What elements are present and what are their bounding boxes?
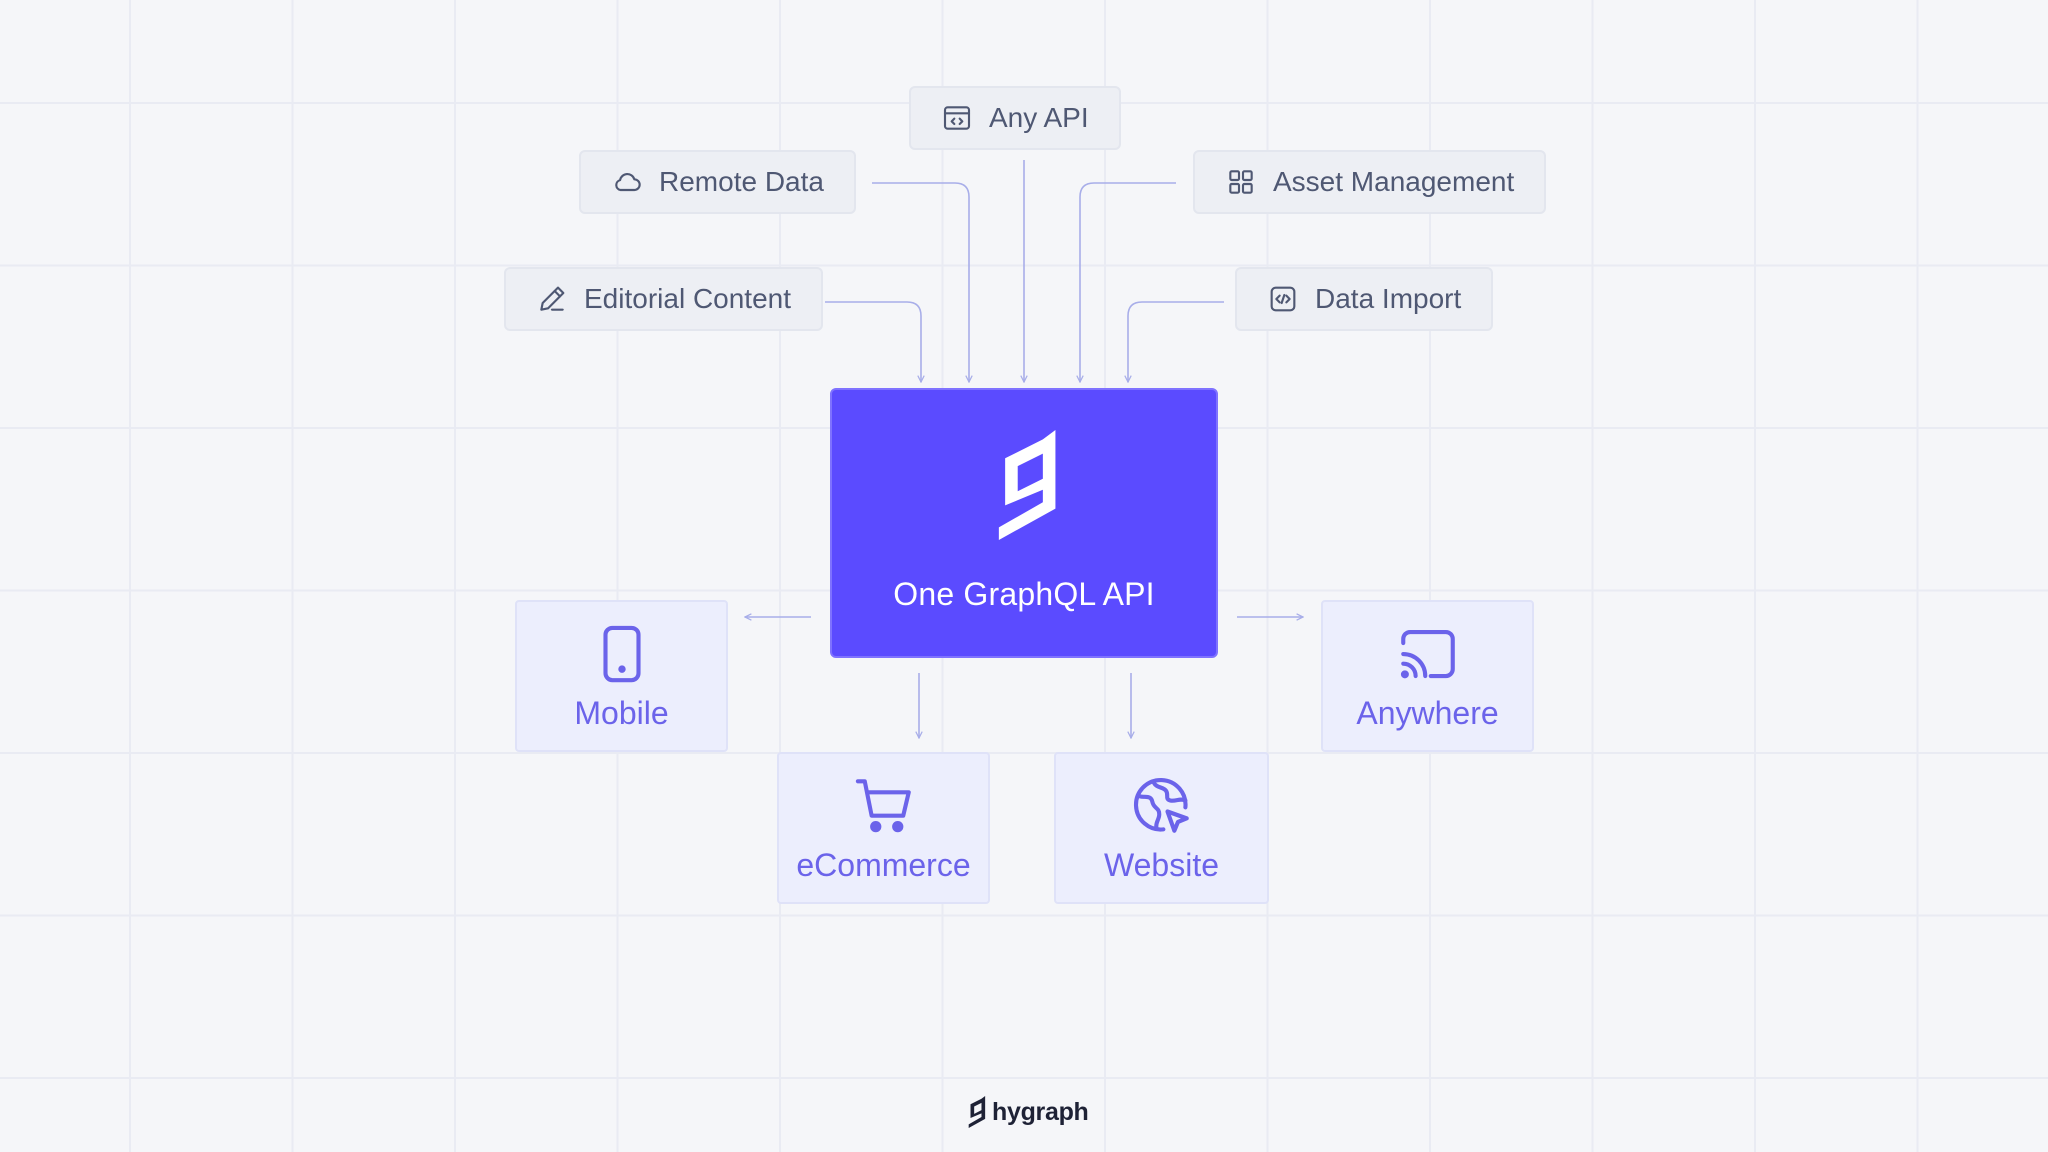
target-mobile: Mobile	[515, 600, 728, 752]
connector-editorial-content	[825, 301, 921, 382]
pencil-icon	[540, 286, 565, 311]
source-label: Editorial Content	[584, 283, 792, 314]
hygraph-logo-icon	[998, 429, 1056, 540]
source-editorial-content: Editorial Content	[504, 267, 824, 331]
hygraph-logo-icon	[968, 1096, 986, 1128]
source-label: Asset Management	[1273, 166, 1515, 197]
target-label: Mobile	[574, 694, 669, 731]
target-label: Anywhere	[1356, 694, 1499, 731]
target-ecommerce: eCommerce	[777, 752, 990, 904]
connector-remote-data	[872, 182, 969, 382]
tablet-icon	[602, 625, 641, 682]
source-label: Any API	[989, 102, 1089, 133]
target-website: Website	[1054, 752, 1269, 904]
hygraph-brand: hygraph	[966, 1096, 1089, 1128]
cast-icon	[1400, 629, 1455, 678]
globe-cursor-icon	[1133, 777, 1189, 833]
code-square-icon	[1270, 286, 1296, 312]
connector-data-import	[1128, 301, 1224, 382]
cart-icon	[855, 778, 911, 832]
source-asset-management: Asset Management	[1193, 150, 1547, 214]
cloud-icon	[615, 173, 641, 192]
connector-asset-management	[1080, 182, 1176, 382]
source-data-import: Data Import	[1235, 267, 1494, 331]
brand-name: hygraph	[992, 1097, 1089, 1126]
target-label: Website	[1103, 846, 1219, 883]
hub-title: One GraphQL API	[893, 575, 1155, 612]
source-label: Data Import	[1315, 283, 1462, 314]
source-any-api: Any API	[909, 86, 1121, 150]
grid-icon	[1229, 170, 1253, 194]
source-remote-data: Remote Data	[579, 150, 856, 214]
graphql-api-hub: One GraphQL API	[830, 388, 1218, 658]
target-anywhere: Anywhere	[1321, 600, 1534, 752]
code-window-icon	[943, 106, 971, 130]
target-label: eCommerce	[796, 846, 971, 883]
source-label: Remote Data	[659, 166, 824, 197]
